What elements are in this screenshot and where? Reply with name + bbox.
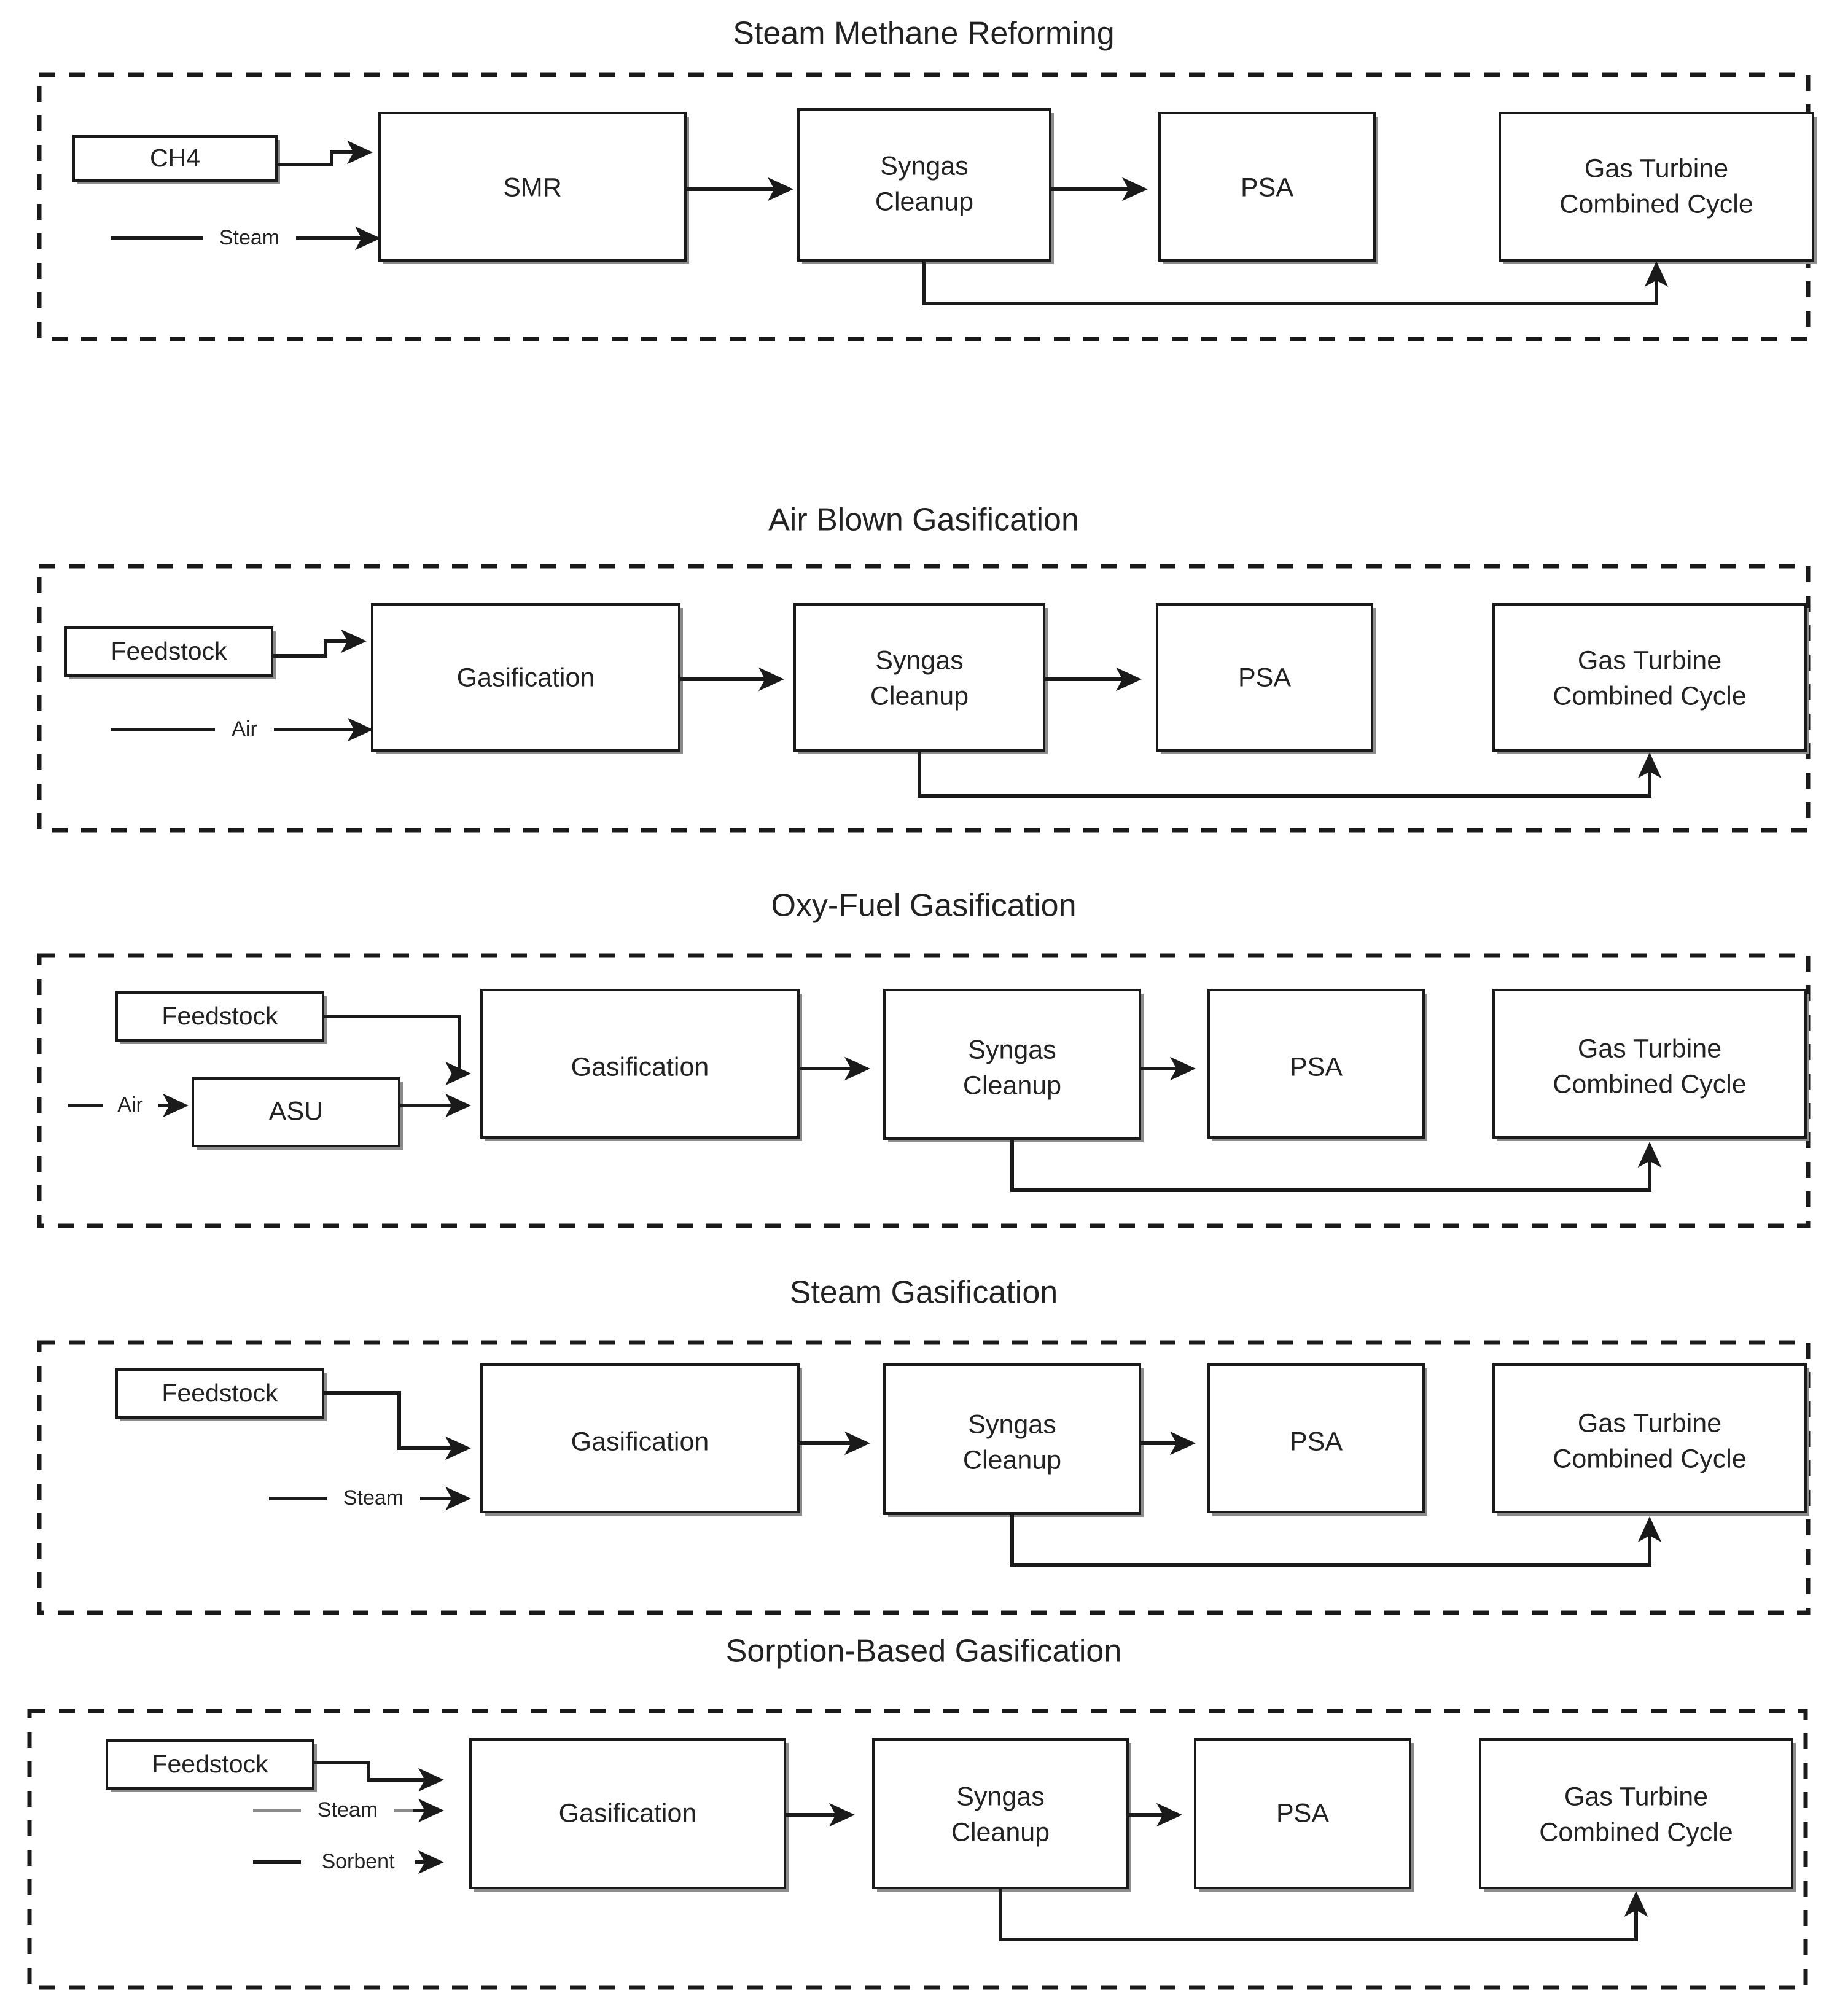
psa-box-smr bbox=[1158, 112, 1376, 262]
cleanup-label-line1-smr: Syngas bbox=[880, 151, 968, 181]
diagram-title-abg: Air Blown Gasification bbox=[768, 502, 1079, 538]
system-boundary-sorption bbox=[27, 1709, 1808, 1990]
air-label-bg-abg bbox=[215, 717, 274, 743]
flow-feedstock-to-gasif-steamgas bbox=[323, 1391, 471, 1460]
sorbent-label-bg-sorption bbox=[301, 1850, 415, 1876]
psa-box-sorption bbox=[1194, 1738, 1411, 1889]
steam-label-smr: Steam bbox=[219, 226, 279, 249]
cleanup-box-abg bbox=[793, 603, 1045, 752]
flow-recycle-abg bbox=[918, 750, 1662, 798]
gtcc-label-line1-smr: Gas Turbine bbox=[1585, 154, 1728, 183]
gasification-label-sorption: Gasification bbox=[559, 1798, 697, 1828]
psa-box-steamgas bbox=[1207, 1363, 1425, 1513]
feedstock-label-steamgas: Feedstock bbox=[162, 1379, 278, 1407]
cleanup-label-line1-abg: Syngas bbox=[875, 645, 963, 675]
air-label-bg-oxy bbox=[103, 1093, 158, 1119]
psa-label-oxy: PSA bbox=[1290, 1052, 1343, 1082]
feedstock-box-steamgas bbox=[115, 1368, 324, 1419]
smr-box bbox=[378, 112, 687, 262]
gtcc-label-line1-steamgas: Gas Turbine bbox=[1578, 1408, 1721, 1438]
cleanup-label-line2-abg: Cleanup bbox=[870, 681, 969, 711]
gtcc-label-line2-smr: Combined Cycle bbox=[1559, 189, 1753, 219]
flow-recycle-steamgas bbox=[1010, 1513, 1662, 1567]
feedstock-label-oxy: Feedstock bbox=[162, 1002, 278, 1030]
asu-box-oxy bbox=[192, 1077, 400, 1147]
diagram-oxy-fuel-gasification: Oxy-Fuel Gasification Feedstock Air ASU … bbox=[37, 888, 1811, 1228]
smr-label: SMR bbox=[503, 173, 562, 202]
cleanup-box-steamgas bbox=[883, 1363, 1141, 1515]
gtcc-label-line1-oxy: Gas Turbine bbox=[1578, 1034, 1721, 1063]
gtcc-box-steamgas bbox=[1492, 1363, 1807, 1513]
steam-label-bg-smr bbox=[203, 226, 296, 252]
air-label-abg: Air bbox=[232, 717, 257, 741]
flow-recycle-sorption bbox=[999, 1888, 1648, 1941]
diagram-title-oxy: Oxy-Fuel Gasification bbox=[771, 888, 1076, 924]
diagram-steam-gasification: Steam Gasification Feedstock Steam Gasif… bbox=[37, 1275, 1811, 1615]
air-label-oxy: Air bbox=[117, 1093, 143, 1117]
cleanup-label-line1-oxy: Syngas bbox=[968, 1035, 1056, 1064]
diagram-air-blown-gasification: Air Blown Gasification Feedstock Air Gas… bbox=[37, 502, 1811, 833]
gtcc-box-abg bbox=[1492, 603, 1807, 752]
gasification-label-oxy: Gasification bbox=[571, 1052, 709, 1082]
gtcc-box-oxy bbox=[1492, 989, 1807, 1139]
cleanup-box-smr bbox=[797, 108, 1051, 262]
gtcc-label-line1-sorption: Gas Turbine bbox=[1564, 1782, 1708, 1811]
diagram-title-steamgas: Steam Gasification bbox=[790, 1275, 1058, 1311]
gasification-label-steamgas: Gasification bbox=[571, 1427, 709, 1456]
feedstock-label-abg: Feedstock bbox=[111, 637, 227, 665]
asu-label-oxy: ASU bbox=[269, 1096, 323, 1126]
psa-label-sorption: PSA bbox=[1276, 1798, 1329, 1828]
cleanup-label-line2-steamgas: Cleanup bbox=[963, 1445, 1061, 1475]
cleanup-label-line1-steamgas: Syngas bbox=[968, 1409, 1056, 1439]
ch4-label: CH4 bbox=[150, 144, 200, 172]
gtcc-label-line1-abg: Gas Turbine bbox=[1578, 645, 1721, 675]
cleanup-label-line2-smr: Cleanup bbox=[875, 187, 973, 216]
feedstock-box-abg bbox=[64, 626, 273, 677]
flow-ch4-to-smr bbox=[276, 140, 373, 166]
cleanup-label-line1-sorption: Syngas bbox=[956, 1782, 1044, 1811]
gtcc-label-line2-abg: Combined Cycle bbox=[1553, 681, 1746, 711]
cleanup-label-line2-oxy: Cleanup bbox=[963, 1070, 1061, 1100]
cleanup-box-sorption bbox=[872, 1738, 1129, 1889]
system-boundary-steamgas bbox=[37, 1340, 1811, 1615]
diagram-title-sorption: Sorption-Based Gasification bbox=[726, 1634, 1122, 1669]
psa-label-smr: PSA bbox=[1241, 173, 1293, 202]
psa-label-abg: PSA bbox=[1238, 663, 1291, 692]
flow-feedstock-to-gasif-oxy bbox=[323, 1015, 471, 1086]
steam-label-sorption: Steam bbox=[318, 1798, 378, 1822]
gtcc-box-sorption bbox=[1479, 1738, 1793, 1889]
gasification-box-oxy bbox=[480, 989, 800, 1139]
gasification-label-abg: Gasification bbox=[457, 663, 595, 692]
flow-feedstock-to-gasif-sorption bbox=[313, 1761, 444, 1792]
steam-label-steamgas: Steam bbox=[343, 1486, 404, 1510]
system-boundary-oxy bbox=[37, 953, 1811, 1228]
feedstock-label-sorption: Feedstock bbox=[152, 1750, 268, 1778]
steam-label-bg-sorption bbox=[301, 1798, 394, 1824]
diagram-steam-methane-reforming: Steam Methane Reforming CH4 Steam SMR Sy… bbox=[37, 16, 1817, 341]
steam-label-bg-steamgas bbox=[327, 1486, 420, 1512]
psa-label-steamgas: PSA bbox=[1290, 1427, 1343, 1456]
cleanup-label-line2-sorption: Cleanup bbox=[951, 1817, 1050, 1847]
diagram-title-smr: Steam Methane Reforming bbox=[733, 16, 1114, 52]
psa-box-abg bbox=[1156, 603, 1373, 752]
flow-feedstock-to-gasif-abg bbox=[272, 629, 367, 658]
psa-box-oxy bbox=[1207, 989, 1425, 1139]
flow-recycle-smr bbox=[922, 260, 1669, 305]
gtcc-label-line2-sorption: Combined Cycle bbox=[1539, 1817, 1733, 1847]
diagram-sorption-based-gasification: Sorption-Based Gasification Feedstock St… bbox=[27, 1634, 1808, 1990]
gasification-box-steamgas bbox=[480, 1363, 800, 1513]
gtcc-box-smr bbox=[1499, 112, 1814, 262]
sorbent-label-sorption: Sorbent bbox=[321, 1850, 395, 1873]
gasification-box-abg bbox=[371, 603, 680, 752]
gtcc-label-line2-oxy: Combined Cycle bbox=[1553, 1069, 1746, 1099]
ch4-box bbox=[72, 135, 278, 182]
gasification-box-sorption bbox=[469, 1738, 786, 1889]
gtcc-label-line2-steamgas: Combined Cycle bbox=[1553, 1444, 1746, 1473]
cleanup-box-oxy bbox=[883, 989, 1141, 1140]
flow-recycle-oxy bbox=[1010, 1139, 1662, 1192]
